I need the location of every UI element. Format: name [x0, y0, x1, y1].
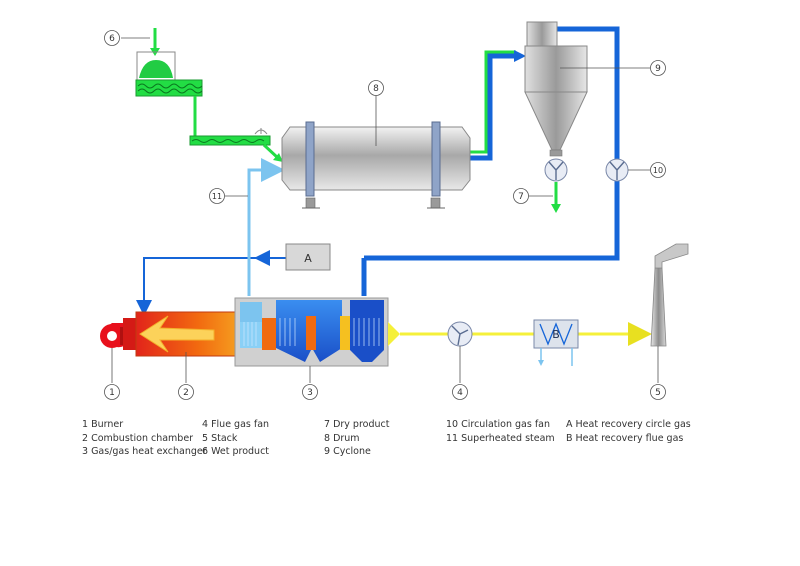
marker-1: 1 [109, 388, 115, 398]
legend-item: 5 Stack [202, 432, 238, 444]
legend-item: 9 Cyclone [324, 446, 371, 457]
superheated-steam-line [247, 158, 285, 296]
drum-to-cyclone-line [470, 53, 516, 161]
marker-6: 6 [109, 34, 115, 44]
marker-A: A [304, 252, 312, 265]
wet-product-feed [135, 28, 283, 162]
marker-7: 7 [518, 192, 524, 202]
callouts [111, 37, 659, 383]
stack [650, 243, 689, 347]
legend-item: A Heat recovery circle gas [566, 419, 691, 430]
marker-circle-1 [104, 384, 120, 400]
marker-circle-4 [452, 384, 468, 400]
marker-circle-7 [513, 188, 529, 204]
legend-col-4: 10 Circulation gas fan 11 Superheated st… [446, 418, 555, 445]
marker-2: 2 [183, 388, 189, 398]
marker-circle-11 [209, 188, 225, 204]
heat-recovery-flue-gas-box [533, 319, 579, 366]
legend-col-1: 1 Burner 2 Combustion chamber 3 Gas/gas … [82, 418, 207, 459]
heat-exchanger [234, 297, 400, 367]
cyclone [524, 21, 588, 213]
legend-col-5: A Heat recovery circle gas B Heat recove… [566, 418, 691, 445]
legend-item: 11 Superheated steam [446, 432, 555, 444]
marker-5: 5 [655, 388, 661, 398]
legend-col-2: 4 Flue gas fan 5 Stack 6 Wet product [202, 418, 269, 459]
rotary-valve [544, 158, 568, 182]
marker-10: 10 [653, 166, 663, 175]
marker-circle-6 [104, 30, 120, 46]
legend-col-3: 7 Dry product 8 Drum 9 Cyclone [324, 418, 389, 459]
marker-circle-3 [302, 384, 318, 400]
legend-item: 4 Flue gas fan [202, 419, 270, 430]
legend-item: 8 Drum [324, 432, 360, 444]
drum [281, 121, 471, 209]
legend-item: 7 Dry product [324, 419, 390, 430]
legend-item: B Heat recovery flue gas [566, 432, 684, 444]
arrow-into-cyclone [514, 50, 526, 62]
legend-item: 3 Gas/gas heat exchanger [82, 446, 207, 457]
marker-11: 11 [212, 192, 222, 201]
marker-9: 9 [655, 64, 661, 74]
marker-4: 4 [457, 388, 463, 398]
marker-B: B [552, 328, 560, 341]
marker-circle-5 [650, 384, 666, 400]
combustion-chamber [123, 311, 241, 357]
marker-3: 3 [307, 388, 313, 398]
circulation-gas-lines [136, 26, 620, 316]
heat-recovery-circle-gas-box [285, 243, 331, 271]
marker-circle-9 [650, 60, 666, 76]
legend-item: 10 Circulation gas fan [446, 419, 551, 430]
marker-circle-2 [178, 384, 194, 400]
legend-item: 1 Burner [82, 419, 124, 430]
marker-8: 8 [373, 84, 379, 94]
marker-circle-8 [368, 80, 384, 96]
legend-item: 2 Combustion chamber [82, 432, 194, 444]
legend-item: 6 Wet product [202, 446, 270, 457]
product-to-cyclone-line [468, 50, 516, 154]
marker-circle-10 [650, 162, 666, 178]
